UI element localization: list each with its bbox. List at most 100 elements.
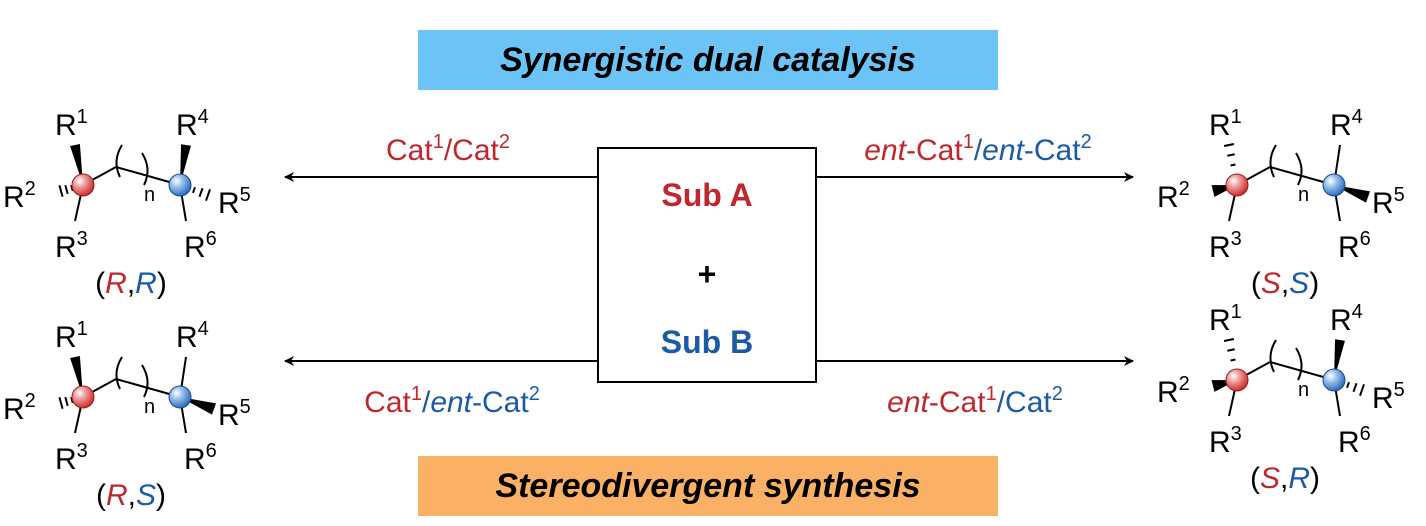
condition-sr: ent-Cat1/Cat2: [887, 383, 1063, 419]
substituent-letter: R: [184, 231, 206, 264]
condition-segment: 1: [986, 383, 997, 405]
hash-line: [58, 396, 64, 410]
chain-bracket-right: [141, 152, 149, 186]
hash-line: [205, 189, 211, 201]
substituent-number: 5: [1394, 379, 1405, 401]
substituent-r3: R3: [1209, 423, 1242, 459]
configuration-label: (R,S): [96, 479, 166, 512]
red-stereocenter: [71, 173, 95, 197]
substituent-number: 1: [1231, 301, 1242, 323]
substituent-letter: R: [1209, 304, 1231, 337]
substituent-letter: R: [1209, 231, 1231, 264]
configuration-part: R: [1288, 462, 1310, 495]
configuration-part: ): [1309, 267, 1319, 300]
configuration-part: (: [96, 479, 106, 512]
condition-segment: /: [974, 134, 983, 167]
hash-line: [1230, 358, 1236, 362]
substituent-letter: R: [184, 443, 206, 476]
condition-segment: /Cat: [997, 386, 1053, 419]
condition-segment: -Cat: [906, 134, 963, 167]
plus-sign: +: [698, 256, 717, 292]
hash-line: [58, 184, 64, 198]
condition-segment: /Cat: [444, 134, 500, 167]
banner-bottom-text: Stereodivergent synthesis: [495, 467, 920, 505]
substituent-number: 3: [1231, 423, 1242, 445]
substituent-letter: R: [1157, 376, 1179, 409]
substituent-r3: R3: [1209, 228, 1242, 264]
substituent-letter: R: [1157, 181, 1179, 214]
configuration-part: ,: [1280, 462, 1288, 495]
substituent-number: 2: [1179, 373, 1190, 395]
hash-line: [1227, 153, 1235, 157]
substituent-r1: R1: [55, 106, 88, 142]
hash-line: [1352, 382, 1358, 393]
substituent-letter: R: [218, 399, 240, 432]
condition-segment: ent: [864, 134, 907, 167]
substituent-number: 2: [1179, 178, 1190, 200]
hash-line: [1223, 143, 1235, 147]
chain-n-label: n: [1298, 379, 1309, 401]
substituent-number: 6: [206, 440, 217, 462]
blue-stereocenter: [168, 385, 192, 409]
substituent-number: 6: [206, 228, 217, 250]
banner-bottom-box: [418, 456, 998, 516]
substituent-r5: R5: [218, 184, 251, 220]
configuration-part: S: [136, 479, 156, 512]
substituent-number: 3: [1231, 228, 1242, 250]
substituent-r5: R5: [1372, 184, 1405, 220]
r1-hashed-bond: [1223, 338, 1237, 372]
substituent-number: 4: [198, 318, 209, 340]
condition-segment: 1: [411, 383, 422, 405]
substituent-r2: R2: [3, 178, 36, 214]
substituent-number: 5: [1394, 184, 1405, 206]
hash-line: [192, 186, 196, 194]
substituent-r6: R6: [1338, 228, 1371, 264]
configuration-part: S: [1260, 462, 1280, 495]
substituent-r6: R6: [1338, 423, 1371, 459]
chain-bracket-right: [141, 364, 149, 398]
chain-bracket-right: [1295, 347, 1303, 381]
substituent-number: 3: [77, 440, 88, 462]
substituent-number: 1: [77, 106, 88, 128]
substituent-r3: R3: [55, 440, 88, 476]
blue-stereocenter: [1322, 368, 1346, 392]
hash-line: [1223, 338, 1235, 342]
substituent-number: 6: [1360, 423, 1371, 445]
substituent-r4: R4: [176, 106, 209, 142]
configuration-part: ,: [127, 267, 135, 300]
configuration-part: ): [1310, 462, 1320, 495]
configuration-part: R: [105, 267, 127, 300]
hash-line: [1359, 384, 1365, 396]
substituent-number: 4: [1352, 301, 1363, 323]
condition-segment: ent: [982, 134, 1025, 167]
substituent-letter: R: [1372, 382, 1394, 415]
configuration-part: (: [1250, 462, 1260, 495]
configuration-part: (: [95, 267, 105, 300]
substituent-number: 4: [1352, 106, 1363, 128]
substituent-letter: R: [3, 181, 25, 214]
condition-segment: 1: [963, 131, 974, 153]
substituent-letter: R: [1372, 187, 1394, 220]
condition-segment: ent: [887, 386, 930, 419]
condition-segment: 2: [529, 383, 540, 405]
substrate-box: [597, 147, 817, 383]
condition-segment: Cat: [364, 386, 411, 419]
substituent-r1: R1: [55, 318, 88, 354]
substituent-letter: R: [1338, 426, 1360, 459]
substituent-letter: R: [1330, 304, 1352, 337]
hash-line: [64, 184, 69, 195]
hash-line: [1230, 163, 1236, 167]
substituent-number: 1: [1231, 106, 1242, 128]
configuration-part: R: [106, 479, 128, 512]
substituent-letter: R: [55, 109, 77, 142]
sub-b-label: Sub B: [661, 324, 753, 360]
substituent-r1: R1: [1209, 106, 1242, 142]
chain-bracket-left: [1269, 339, 1277, 373]
substituent-letter: R: [176, 321, 198, 354]
substituent-r6: R6: [184, 440, 217, 476]
substituent-letter: R: [55, 231, 77, 264]
